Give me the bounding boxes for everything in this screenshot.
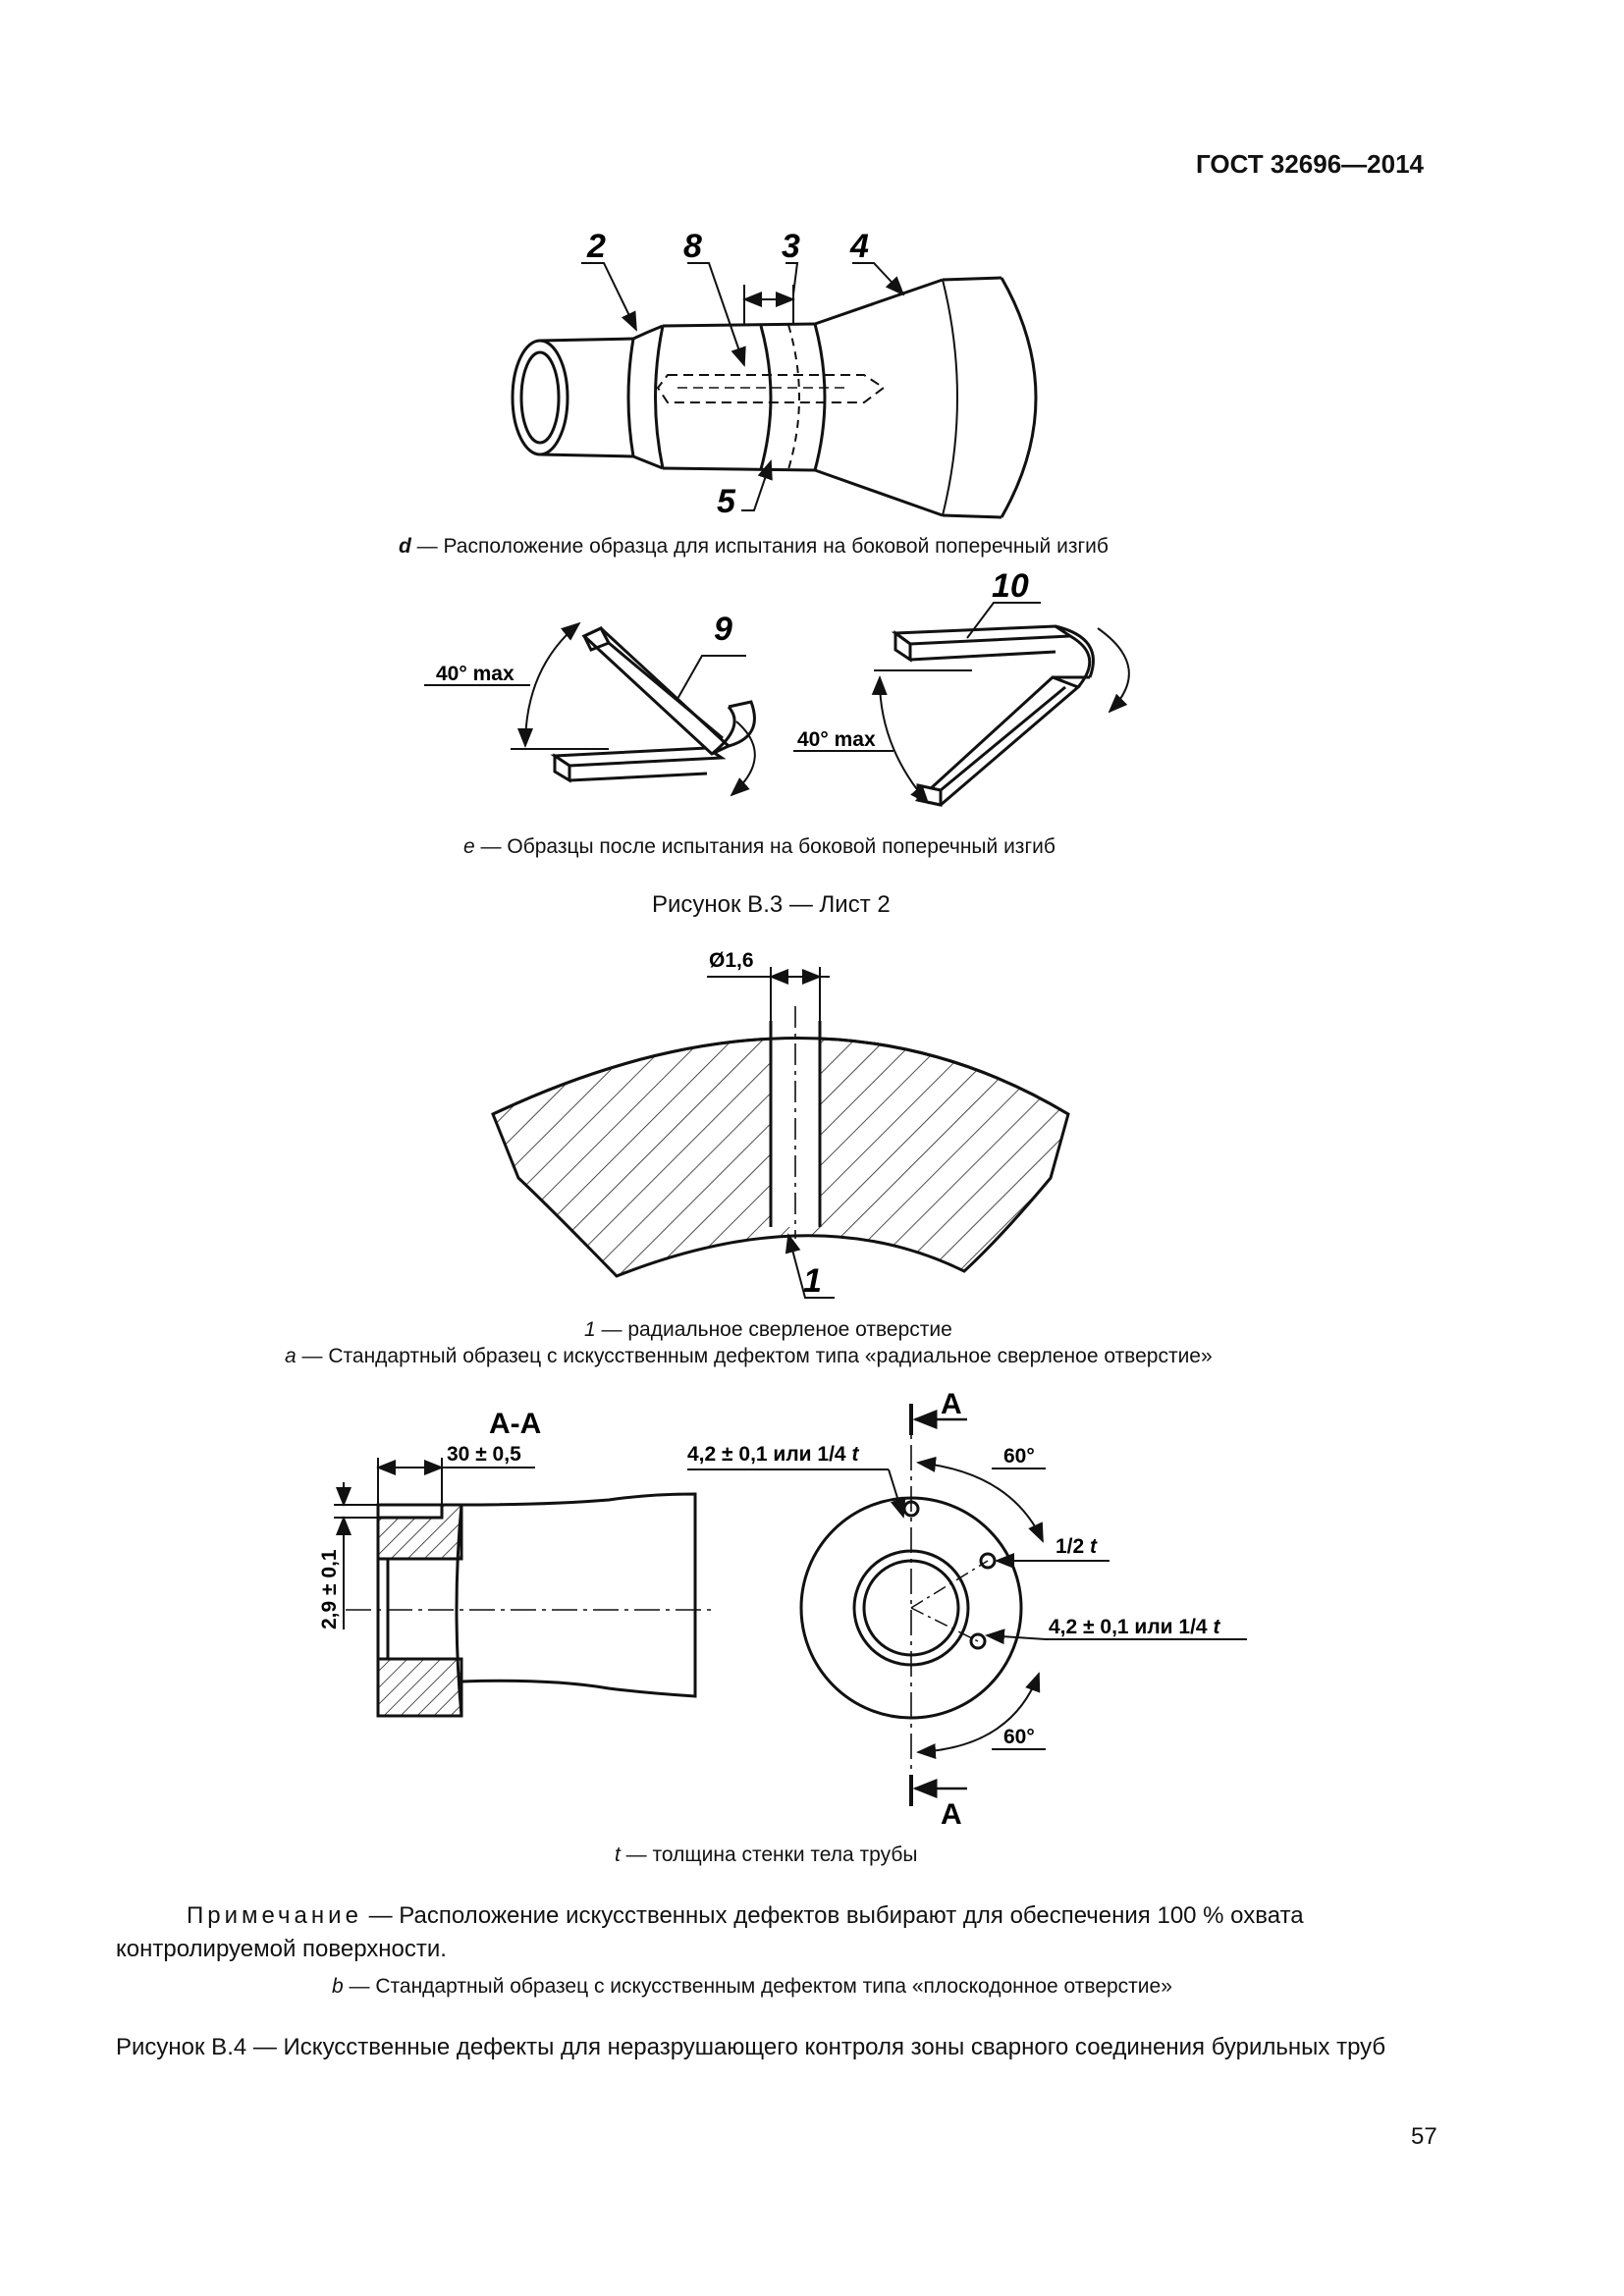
caption-e: e — Образцы после испытания на боковой п…: [463, 835, 1056, 858]
half-t-label: 1/2 t: [1056, 1535, 1098, 1558]
dim-2-9-label: 2,9 ± 0,1: [318, 1549, 341, 1629]
callout-5: 5: [717, 483, 736, 520]
dim-30-label: 30 ± 0,5: [447, 1443, 521, 1466]
callout-10: 10: [992, 567, 1029, 605]
legend-1: 1 — радиальное сверленое отверстие: [584, 1318, 952, 1341]
angle-bottom-label: 60°: [1003, 1726, 1035, 1748]
caption-a: a — Стандартный образец с искусственным …: [285, 1345, 1213, 1367]
legend-t: t — толщина стенки тела трубы: [615, 1843, 918, 1866]
angle-left-label: 40° max: [436, 663, 514, 685]
caption-b: b — Стандартный образец с искусственным …: [332, 1975, 1172, 1998]
callout-1: 1: [803, 1262, 822, 1300]
dim-bottom-label: 4,2 ± 0,1 или 1/4 t: [1049, 1616, 1220, 1638]
callout-3: 3: [782, 228, 800, 265]
caption-d: d — Расположение образца для испытания н…: [399, 535, 1109, 558]
diameter-label: Ø1,6: [709, 949, 754, 972]
callout-2: 2: [586, 228, 606, 265]
dim-top-label: 4,2 ± 0,1 или 1/4 t: [687, 1443, 859, 1466]
standard-number: ГОСТ 32696—2014: [1196, 149, 1424, 179]
section-mark-top: А: [941, 1388, 962, 1420]
page-number: 57: [1411, 2123, 1437, 2150]
angle-right-label: 40° max: [797, 728, 876, 751]
callout-9: 9: [714, 611, 732, 648]
figure-b4-title: Рисунок В.4 — Искусственные дефекты для …: [116, 2034, 1386, 2060]
angle-top-label: 60°: [1003, 1445, 1035, 1468]
callout-4: 4: [849, 228, 869, 265]
note-paragraph: Примечание — Расположение искусственных …: [116, 1902, 1304, 1962]
callout-8: 8: [683, 228, 702, 265]
figure-b3-title: Рисунок В.3 — Лист 2: [652, 891, 891, 918]
section-aa-title: А-А: [489, 1408, 541, 1440]
section-mark-bottom: А: [941, 1798, 962, 1831]
